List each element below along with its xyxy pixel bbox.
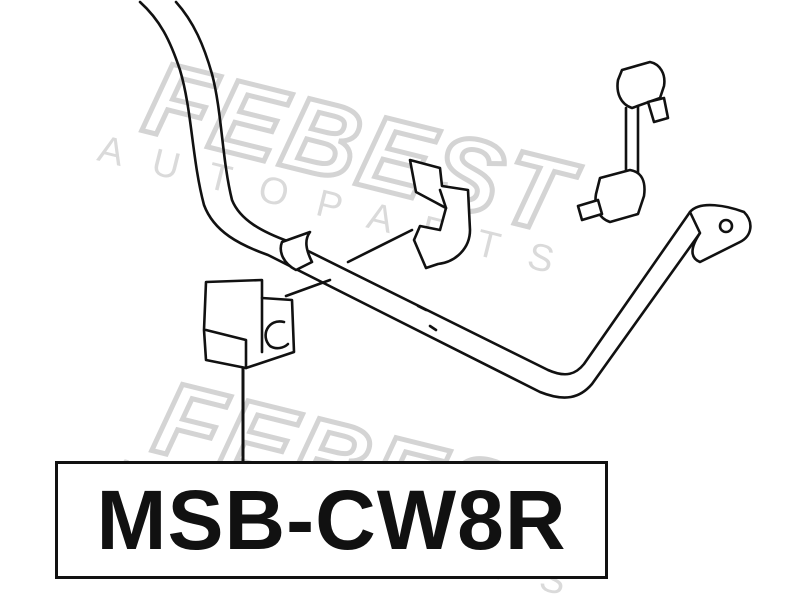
bushing-edge xyxy=(204,296,264,370)
part-number: MSB-CW8R xyxy=(96,473,567,567)
stabilizer-bar xyxy=(138,0,752,399)
bracket-body xyxy=(408,158,472,270)
link-lower-stud xyxy=(576,198,604,222)
bushing-leader-line xyxy=(284,278,332,298)
link-upper-stud xyxy=(646,96,670,124)
link-rod xyxy=(624,104,640,182)
bar-center-mark-2 xyxy=(428,324,438,332)
bushing-bore xyxy=(264,320,290,350)
bar-center-mark-1 xyxy=(416,304,428,312)
stabilizer-bar-inner-edge xyxy=(174,0,692,376)
bracket-leader-line xyxy=(346,228,414,264)
stabilizer-bushing xyxy=(202,278,332,464)
stabilizer-link xyxy=(576,60,670,224)
part-number-box: MSB-CW8R xyxy=(55,461,608,579)
stabilizer-bar-end-eye xyxy=(688,203,752,264)
bar-collar xyxy=(279,230,314,272)
bushing-body xyxy=(202,278,296,370)
stabilizer-bar-end-hole xyxy=(718,218,734,234)
mounting-bracket xyxy=(346,158,472,270)
bracket-fold-line xyxy=(438,188,448,210)
stabilizer-bar-outer-edge xyxy=(138,0,702,399)
